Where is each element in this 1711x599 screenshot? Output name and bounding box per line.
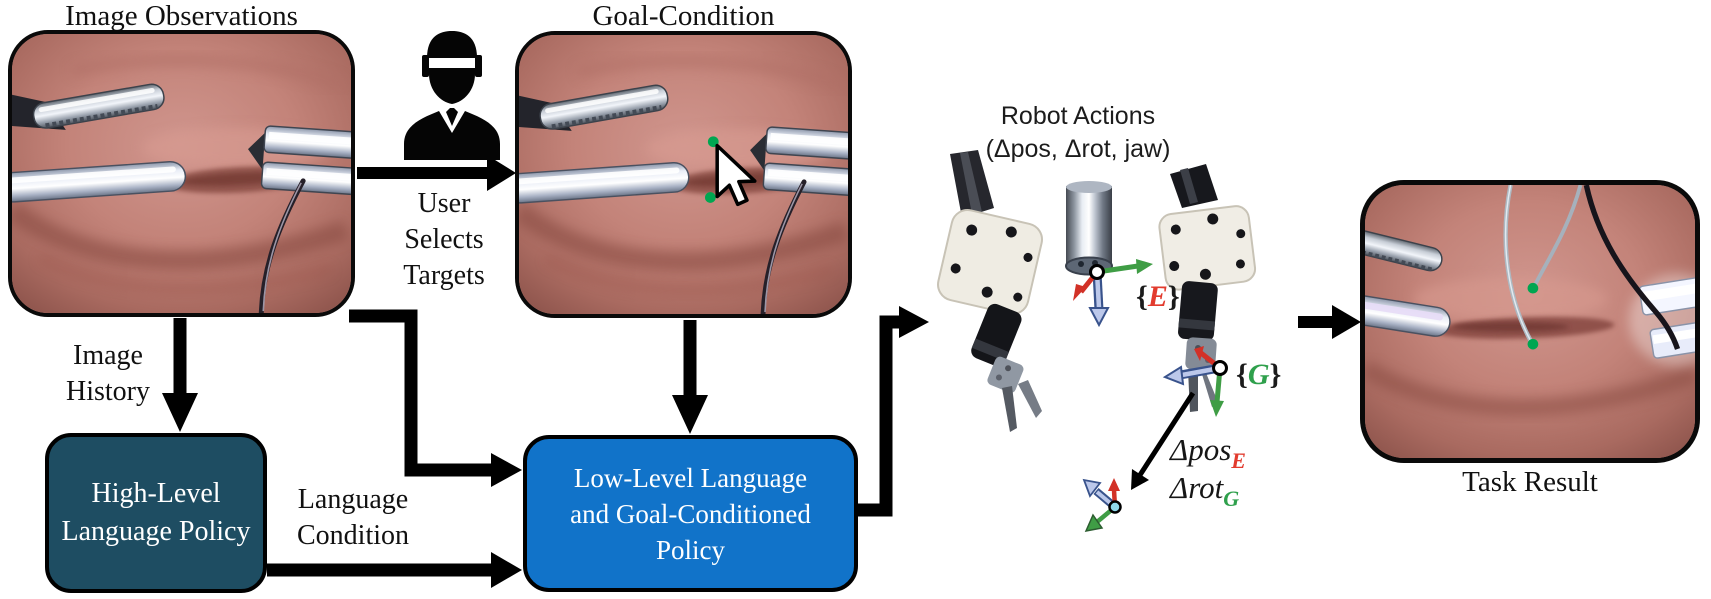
robot-tool-right xyxy=(1158,164,1257,412)
goal-condition-photo xyxy=(515,31,852,318)
label-image-history: Image History xyxy=(66,340,150,407)
label-robot-actions: Robot Actions (Δpos, Δrot, jaw) xyxy=(985,102,1171,163)
target-dot-icon xyxy=(704,192,716,203)
delta-action-arrow xyxy=(1131,391,1196,490)
target-dot-icon xyxy=(1527,338,1539,350)
title-goal-condition: Goal-Condition xyxy=(592,0,775,32)
frame-g-label: {G} xyxy=(1236,358,1282,391)
task-result-photo xyxy=(1360,180,1700,463)
surgeon-icon xyxy=(404,31,500,160)
robot-tool-left xyxy=(937,150,1043,432)
cursor-icon xyxy=(715,143,757,207)
delta-rot-label: ΔrotG xyxy=(1170,470,1240,511)
xyz-axes-icon-g xyxy=(1162,346,1228,417)
image-observations-photo xyxy=(8,30,355,317)
xyz-axes-icon-e xyxy=(1073,259,1153,328)
dark-suture-thread xyxy=(1583,185,1681,350)
title-image-observations: Image Observations xyxy=(65,0,298,32)
delta-pos-label: ΔposE xyxy=(1170,432,1246,473)
target-dot-icon xyxy=(1527,282,1539,294)
robot-tools-illustration xyxy=(937,150,1257,532)
elbow-obs-to-lowlevel xyxy=(349,309,491,477)
frame-e-label: {E} xyxy=(1136,280,1180,313)
low-level-policy-box: Low-Level Language and Goal-Conditioned … xyxy=(523,435,858,592)
high-level-policy-box: High-Level Language Policy xyxy=(45,433,267,593)
xyz-axes-icon-delta xyxy=(1082,478,1122,532)
elbow-lowlevel-to-robot xyxy=(858,315,899,517)
title-task-result: Task Result xyxy=(1462,466,1598,498)
label-language-condition: Language Condition xyxy=(296,484,409,551)
silver-suture-thread xyxy=(1533,185,1583,287)
label-user-selects-targets: User Selects Targets xyxy=(403,188,485,291)
robot-tool-middle xyxy=(1065,181,1113,276)
